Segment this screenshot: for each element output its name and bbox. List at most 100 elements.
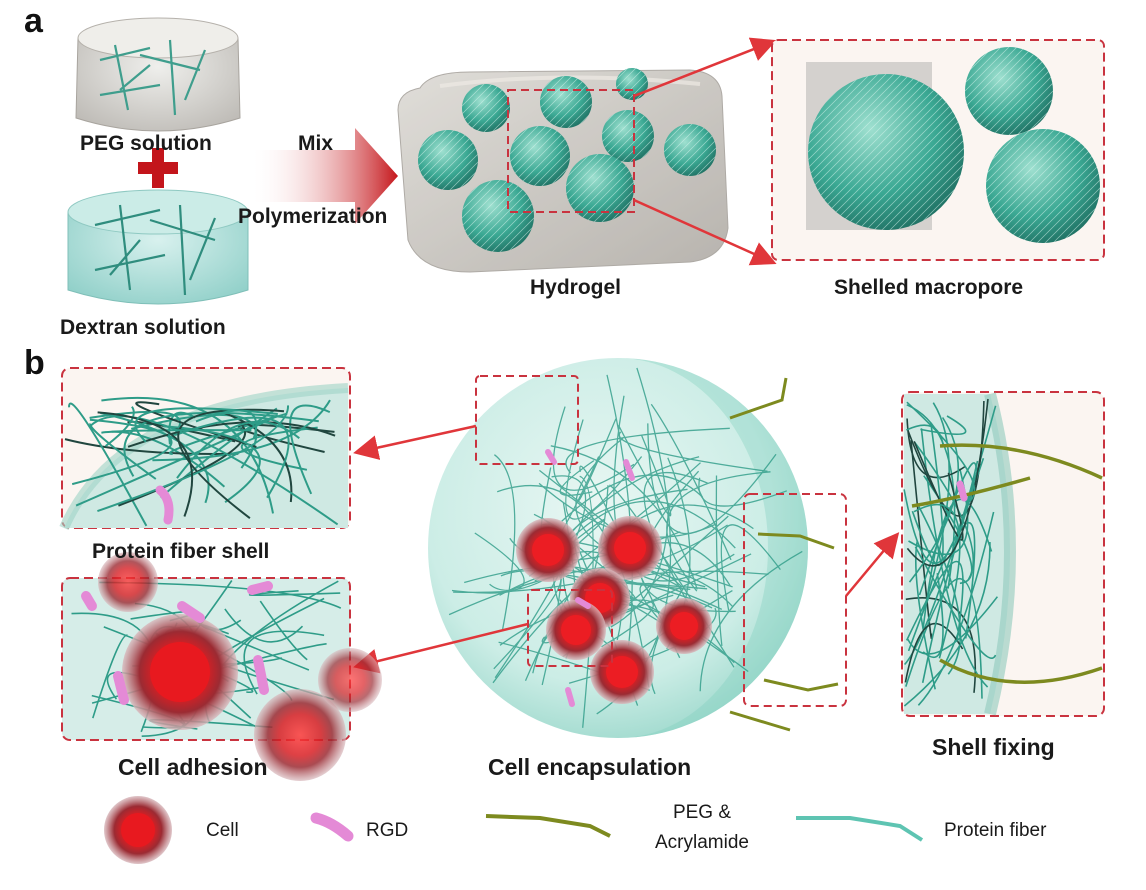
legend-protein-fiber-label: Protein fiber [944,820,1047,841]
protein-fiber-shell-panel [59,367,351,531]
shell-fiber [101,396,274,514]
pore-mesh [602,110,654,162]
fixing-fiber [905,577,983,699]
pore-mesh [510,126,570,186]
dextran-solution-container [67,189,249,305]
fixing-fiber [904,622,964,683]
shell-fixing-label: Shell fixing [932,734,1055,760]
arrow-to-adhesion [353,622,529,674]
fiber-strand [698,477,788,507]
fiber-strand [643,472,708,603]
rgd-marker [575,597,591,609]
fiber-strand [715,475,723,646]
cell-nucleus [606,656,638,688]
fiber-strand [720,524,781,611]
fiber-strand [618,431,768,472]
encapsulated-cells [516,516,712,704]
pore-mesh [540,76,592,128]
cell-nucleus [614,532,646,564]
zoom-arrow-top [633,37,777,98]
legend-peg-line [485,814,611,838]
shell-fiber [237,423,335,453]
shell-fiber [100,412,210,504]
arrow-to-fixing [845,532,900,597]
fixing-fiber [914,546,997,659]
cell-adhesion-label: Cell adhesion [118,754,268,780]
cell-adhesion-panel [61,552,382,781]
fixing-fiber [906,401,976,505]
fiber-strand [579,475,594,728]
hydrogel-zoom-box [507,89,635,213]
arrow-to-shell [353,424,477,460]
fiber-strand [699,550,803,692]
fixing-fiber [903,541,991,707]
shell-fiber [127,421,336,448]
fiber-strand [647,423,777,535]
fixing-fiber [920,415,967,435]
legend-rgd-label: RGD [366,820,409,841]
fiber-strand [557,500,736,554]
cell-nucleus [561,615,591,645]
pore-mesh [664,124,716,176]
peg-acrylamide-strands [729,377,839,732]
adhesion-fiber [92,634,128,719]
cell-nucleus [670,612,698,640]
legend-cell-label: Cell [206,820,239,841]
fiber-strand [666,471,771,592]
fixing-fiber [918,506,962,675]
hydrogel-label: Hydrogel [530,276,622,299]
rgd-marker [623,459,635,481]
protein-fiber-shell-label: Protein fiber shell [92,540,270,563]
shell-fiber [134,407,278,443]
fiber-strand [565,419,643,520]
polymerization-label: Polymerization [238,205,388,228]
zoom-arrow-bottom [633,198,777,266]
fiber-strand [494,454,516,631]
fixing-fiber [906,424,945,447]
pore-mesh [616,68,648,100]
fixing-fiber [914,541,936,690]
shell-fiber [89,422,157,480]
pore-mesh [566,154,634,222]
legend-cell-icon [104,796,172,864]
fiber-strand [565,427,730,474]
rgd-marker [565,687,575,707]
fiber-strand [552,406,635,491]
shell-fiber [71,418,173,486]
shell-fiber [123,411,319,477]
rgd-marker [545,449,557,465]
shelled-macropore-label: Shelled macropore [834,276,1024,299]
fiber-strand [500,570,673,631]
fixing-fiber [906,398,989,567]
shell-fiber [97,411,194,517]
peg-solution-label: PEG solution [80,132,212,155]
dextran-solution-label: Dextran solution [60,316,226,339]
shell-fiber [68,402,148,527]
plus-icon [138,148,178,188]
fixing-fiber [922,572,944,658]
fiber-strand [575,437,706,588]
fiber-strand [561,474,703,522]
fixing-fiber [908,417,960,583]
fiber-strand [650,403,732,561]
legend-peg-label-line1: PEG & [672,802,732,823]
pore-mesh [462,180,534,252]
peg-solution-container [75,17,241,132]
shelled-macropore-panel [771,39,1105,261]
mix-arrow [250,128,398,224]
legend-protein-fiber-line [796,816,924,842]
pore-mesh [462,84,510,132]
pore-mesh [418,130,478,190]
fiber-strand [451,532,525,594]
cell-nucleus [532,534,564,566]
fixing-fiber [905,560,964,642]
shell-fiber [97,405,290,513]
adhesion-fiber [243,630,325,695]
panel-letter-b: b [24,344,45,382]
legend-peg-label-line2: Acrylamide [655,832,749,853]
cell-encapsulation-label: Cell encapsulation [488,754,692,780]
shell-fiber [160,407,278,499]
fixing-fiber [914,441,975,581]
fixing-fiber [913,503,961,659]
